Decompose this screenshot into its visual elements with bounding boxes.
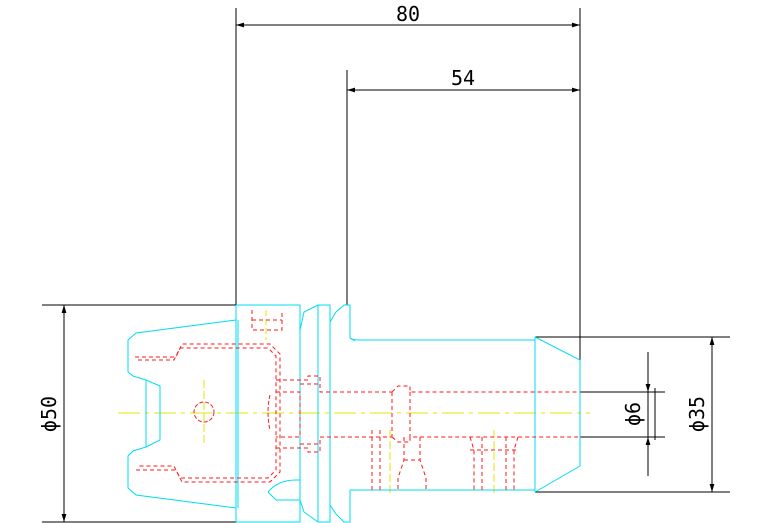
- dimension-lines: [42, 8, 730, 523]
- toolholder-outline: [127, 304, 581, 523]
- bore-circle: [193, 401, 215, 423]
- hidden-lines: [135, 310, 580, 490]
- dimension-phi50-label: ϕ50: [37, 396, 61, 432]
- dimension-54-label: 54: [451, 66, 475, 90]
- dimension-phi35-label: ϕ35: [685, 396, 709, 432]
- dimension-80-label: 80: [396, 2, 420, 26]
- dimension-phi6-label: ϕ6: [621, 402, 645, 426]
- centerline: [118, 310, 590, 495]
